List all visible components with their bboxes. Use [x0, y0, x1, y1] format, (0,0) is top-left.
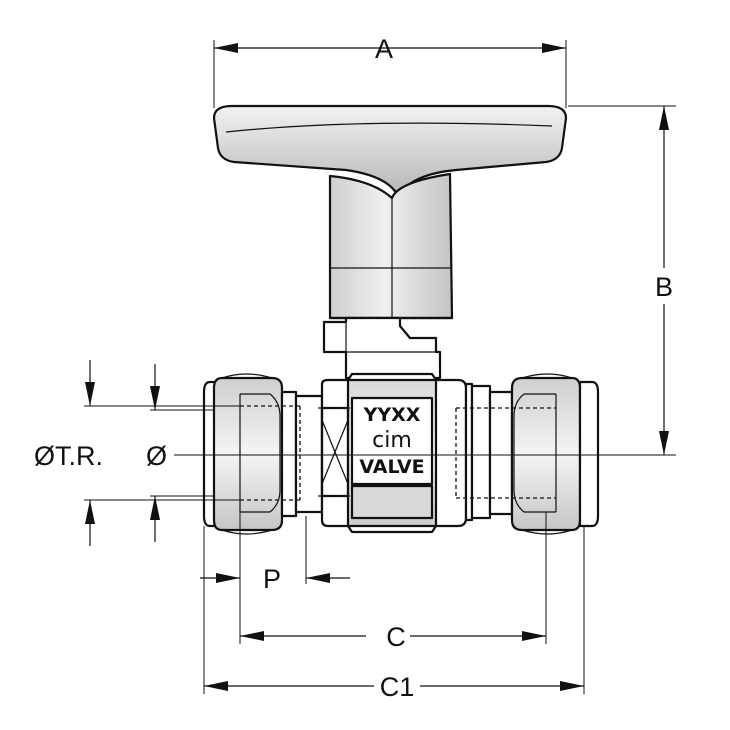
dimension-pipe-diameter [150, 364, 214, 542]
dimension-c-label: C [386, 622, 406, 652]
dimension-thread-diameter [84, 360, 240, 546]
marking-date-code: YYXX [363, 404, 421, 426]
dimension-a-label: A [375, 34, 393, 64]
t-handle [212, 104, 568, 320]
dimension-c [240, 512, 547, 644]
marking-brand-logo: cim [372, 428, 412, 453]
dimension-b [568, 105, 676, 456]
dimension-a [213, 40, 567, 108]
left-compression-nut [202, 373, 324, 535]
pipe-diameter-label: Ø [146, 441, 167, 471]
stem-gland [322, 316, 442, 380]
valve-body [318, 372, 474, 534]
dimension-c1 [203, 526, 585, 694]
right-compression-nut [455, 373, 600, 535]
dimension-p-label: P [263, 564, 281, 594]
marking-valve: VALVE [359, 456, 424, 478]
dimension-b-label: B [655, 272, 673, 302]
thread-diameter-label: ØT.R. [34, 441, 103, 471]
dimension-c1-label: C1 [380, 672, 415, 702]
dimension-p [200, 512, 350, 644]
